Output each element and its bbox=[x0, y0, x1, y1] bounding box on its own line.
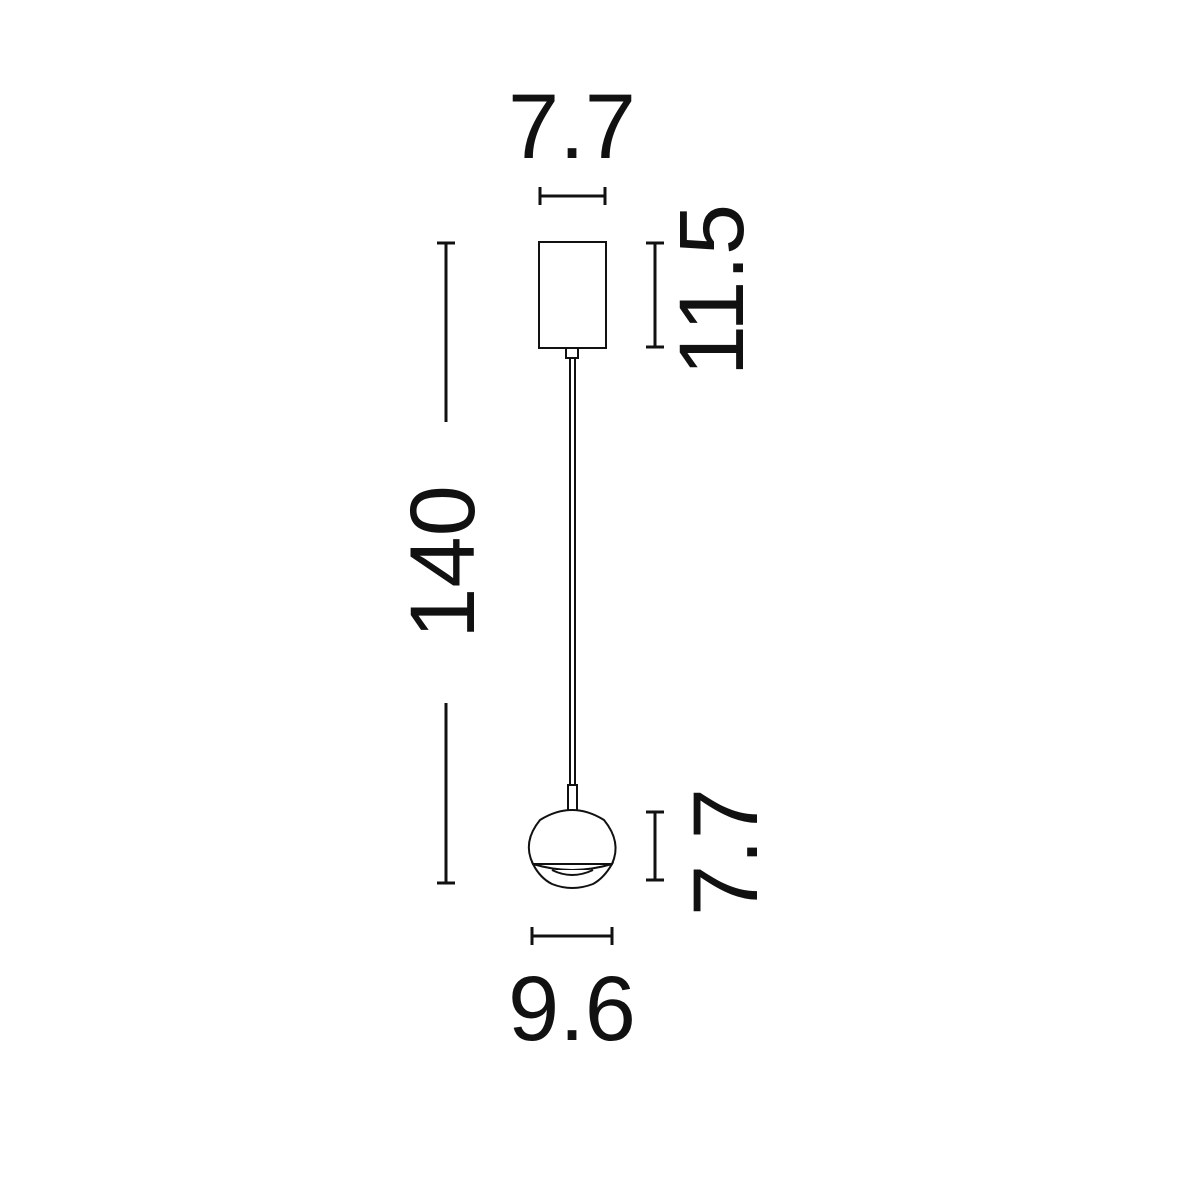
total-height-label: 140 bbox=[392, 485, 494, 639]
shade-width-dimension-line bbox=[530, 927, 614, 945]
suspension-cable bbox=[569, 358, 576, 785]
shade-height-dimension-line bbox=[646, 810, 664, 882]
shade-height-label: 7.7 bbox=[675, 788, 777, 916]
canopy-box bbox=[538, 241, 607, 349]
canopy-height-label: 11.5 bbox=[661, 204, 763, 376]
cable-grip-top bbox=[565, 347, 579, 359]
canopy-width-dimension-line bbox=[538, 187, 607, 205]
canopy-width-label: 7.7 bbox=[508, 76, 636, 178]
canopy-height-dimension-line bbox=[646, 241, 664, 349]
total-height-dimension-line bbox=[437, 241, 455, 885]
lamp-shade bbox=[527, 809, 617, 889]
shade-width-label: 9.6 bbox=[508, 958, 636, 1060]
cable-grip-bottom bbox=[567, 784, 578, 814]
